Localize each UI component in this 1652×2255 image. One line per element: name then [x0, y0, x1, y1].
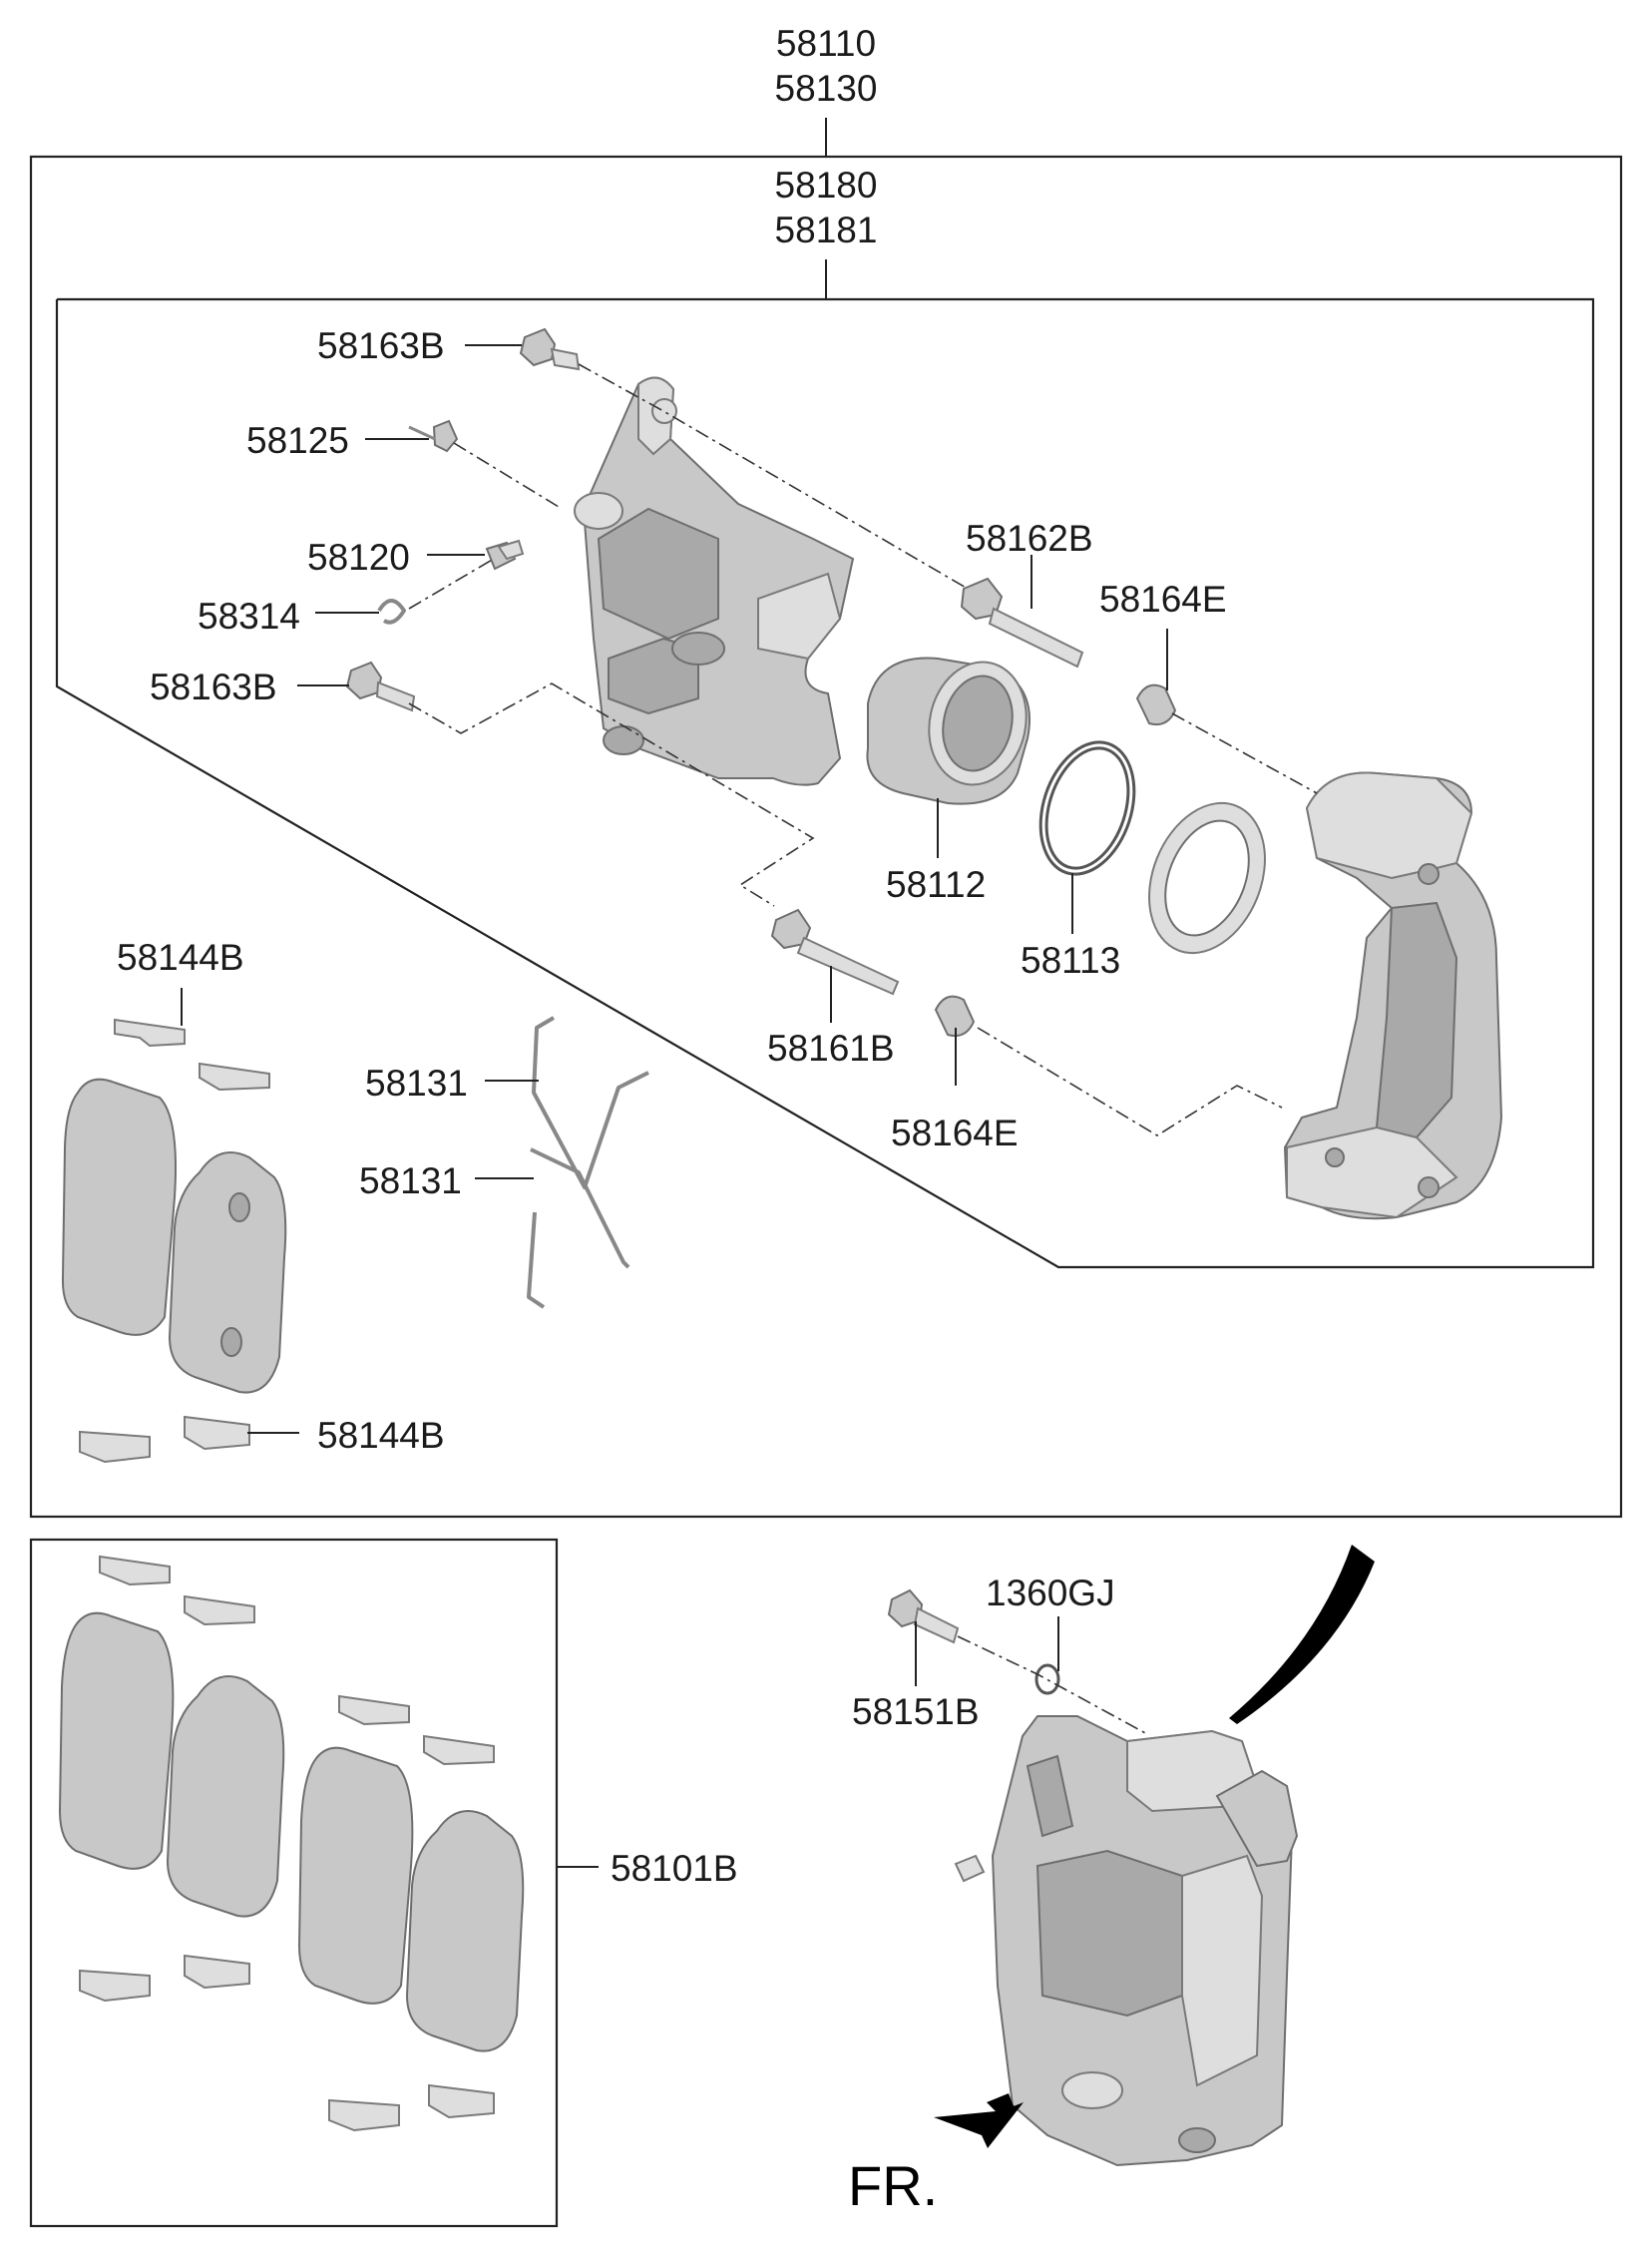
label-1360gj: 1360GJ	[986, 1573, 1115, 1613]
label-58110: 58110	[776, 23, 876, 64]
label-58125: 58125	[246, 420, 349, 461]
label-58163b-lower: 58163B	[150, 667, 277, 707]
label-58161b: 58161B	[767, 1028, 895, 1069]
bolt-lower-58163b	[345, 661, 416, 712]
brake-pad-set-upper	[61, 1018, 287, 1464]
pad-spring-58131-a	[532, 1016, 649, 1189]
rotation-arrow	[1229, 1545, 1375, 1724]
label-58180: 58180	[775, 165, 878, 206]
label-58113: 58113	[1021, 940, 1120, 981]
piston	[866, 657, 1031, 805]
label-58144b-upper: 58144B	[117, 937, 244, 978]
guide-pin-upper-58162b	[960, 577, 1084, 669]
caliper-bracket	[1283, 771, 1503, 1220]
guide-pin-lower-58161b	[770, 908, 900, 996]
label-58131-b: 58131	[359, 1160, 462, 1201]
label-58314: 58314	[198, 596, 300, 637]
boot-upper-58164e	[1135, 683, 1177, 726]
label-58130: 58130	[775, 68, 878, 109]
label-58164e-lower: 58164E	[891, 1113, 1019, 1153]
label-58151b: 58151B	[852, 1691, 980, 1732]
label-58181: 58181	[775, 210, 878, 250]
label-58120: 58120	[307, 537, 410, 578]
dust-seal	[1148, 801, 1266, 955]
label-58131-a: 58131	[365, 1063, 468, 1104]
front-direction-arrow	[934, 2093, 1024, 2148]
pad-kit-contents	[58, 1555, 525, 2132]
label-58164e-upper: 58164E	[1099, 579, 1227, 620]
caliper-housing	[574, 376, 855, 786]
installed-caliper	[954, 1715, 1299, 2167]
label-58144b-lower: 58144B	[317, 1415, 445, 1456]
pad-kit-frame	[29, 1538, 559, 2228]
label-58112: 58112	[886, 864, 986, 905]
bleeder-cap-58125	[408, 419, 459, 453]
bolt-upper-58163b	[519, 327, 581, 371]
pad-spring-58131-b	[527, 1147, 630, 1309]
label-front: FR.	[848, 2154, 938, 2217]
label-58162b: 58162B	[966, 518, 1093, 559]
label-58101b: 58101B	[611, 1848, 738, 1889]
clip-58314	[377, 599, 406, 625]
washer-1360gj	[1034, 1663, 1060, 1695]
piston-seal	[1038, 740, 1136, 876]
caliper-subassembly-frame	[55, 297, 1595, 1269]
label-58163b-upper: 58163B	[317, 325, 445, 366]
mount-bolt-58151b	[887, 1588, 960, 1644]
bleeder-screw-58120	[485, 539, 525, 571]
